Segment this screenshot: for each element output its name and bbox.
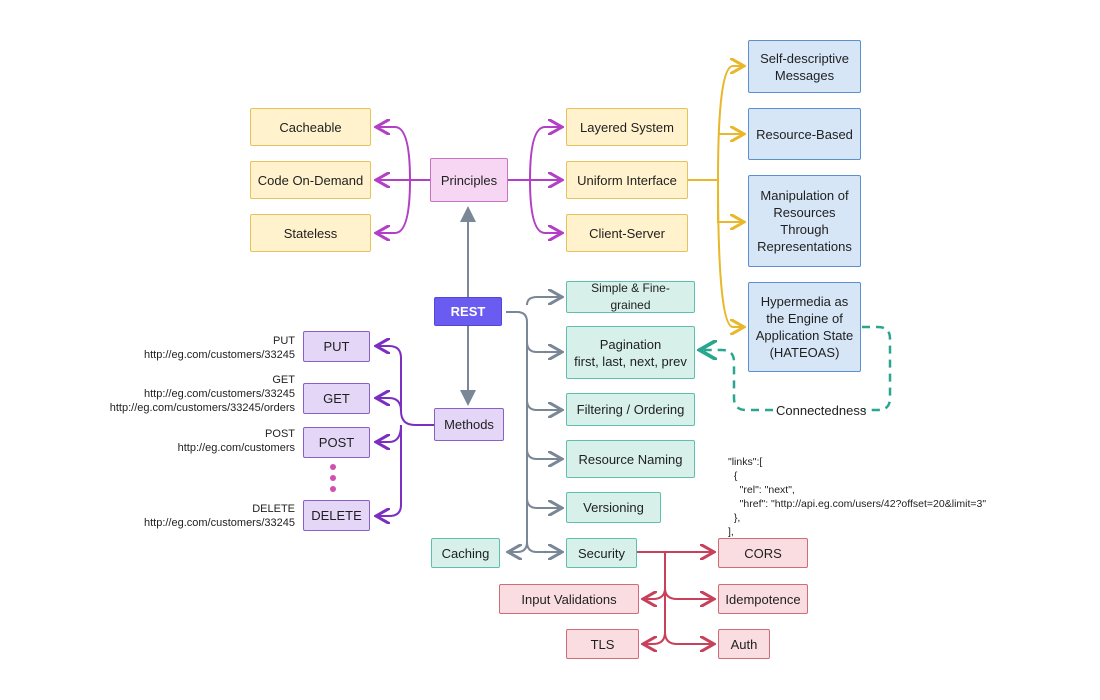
- node-resource-based: Resource-Based: [748, 108, 861, 160]
- node-delete: DELETE: [303, 500, 370, 531]
- node-auth: Auth: [718, 629, 770, 659]
- more-methods-dots: [330, 464, 336, 492]
- node-client-server: Client-Server: [566, 214, 688, 252]
- node-uniform-interface: Uniform Interface: [566, 161, 688, 199]
- links-code-example: "links":[ { "rel": "next", "href": "http…: [728, 456, 987, 538]
- node-rest: REST: [434, 297, 502, 326]
- node-tls: TLS: [566, 629, 639, 659]
- node-methods: Methods: [434, 408, 504, 441]
- node-layered-system: Layered System: [566, 108, 688, 146]
- node-idempotence: Idempotence: [718, 584, 808, 614]
- node-cors: CORS: [718, 538, 808, 568]
- node-versioning: Versioning: [566, 492, 661, 523]
- node-put: PUT: [303, 331, 370, 362]
- node-simple-fine-grained: Simple & Fine-grained: [566, 281, 695, 313]
- node-filtering-ordering: Filtering / Ordering: [566, 393, 695, 426]
- node-cacheable: Cacheable: [250, 108, 371, 146]
- node-post: POST: [303, 427, 370, 458]
- node-get: GET: [303, 383, 370, 414]
- node-security: Security: [566, 538, 637, 568]
- node-caching: Caching: [431, 538, 500, 568]
- node-input-validations: Input Validations: [499, 584, 639, 614]
- node-principles: Principles: [430, 158, 508, 202]
- node-code-on-demand: Code On-Demand: [250, 161, 371, 199]
- node-stateless: Stateless: [250, 214, 371, 252]
- node-resource-naming: Resource Naming: [566, 440, 695, 478]
- connectedness-label: Connectedness: [776, 403, 867, 418]
